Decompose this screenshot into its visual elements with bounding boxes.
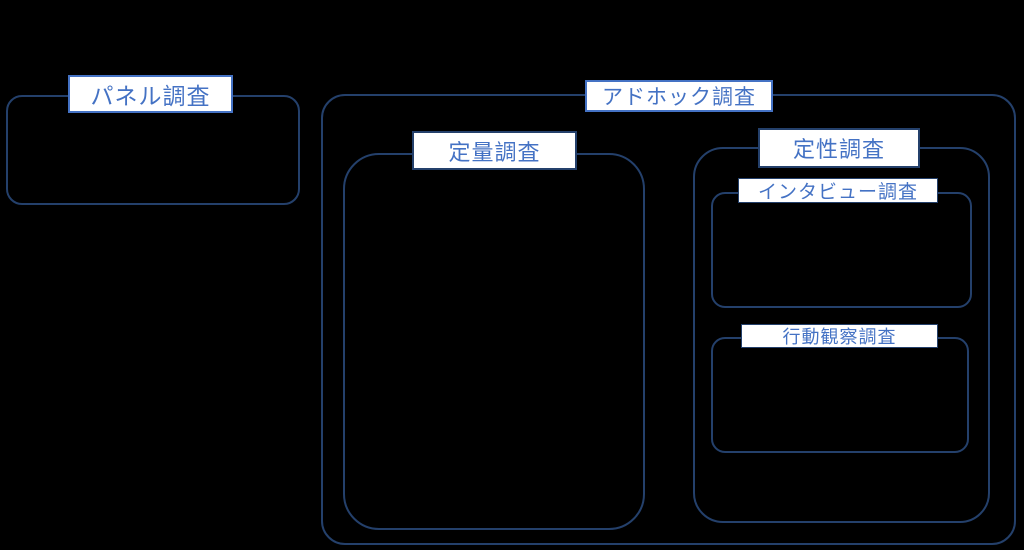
panel-survey-label: パネル調査 xyxy=(68,75,233,113)
interview-survey-label: インタビュー調査 xyxy=(738,178,938,203)
behavior-observation-survey-box xyxy=(711,337,969,453)
qualitative-survey-label: 定性調査 xyxy=(758,128,920,168)
adhoc-survey-label: アドホック調査 xyxy=(585,80,773,112)
interview-survey-box xyxy=(711,192,972,308)
quantitative-survey-label: 定量調査 xyxy=(412,131,577,170)
quantitative-survey-box xyxy=(343,153,645,530)
behavior-observation-survey-label: 行動観察調査 xyxy=(741,324,938,348)
